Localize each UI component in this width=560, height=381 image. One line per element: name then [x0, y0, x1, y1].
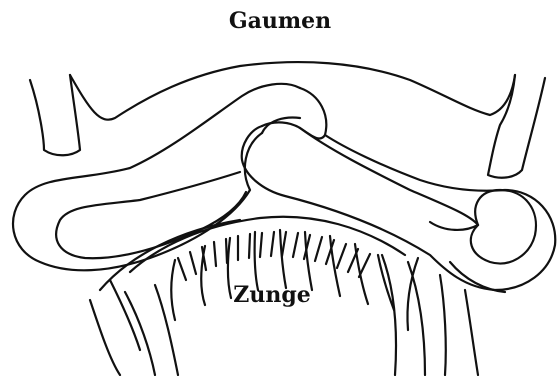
tongue-left-loop — [13, 84, 300, 270]
palate-outline — [30, 62, 545, 178]
palate-label: Gaumen — [0, 8, 560, 34]
tongue-label: Zunge — [212, 282, 332, 308]
comb-lines — [178, 232, 370, 280]
